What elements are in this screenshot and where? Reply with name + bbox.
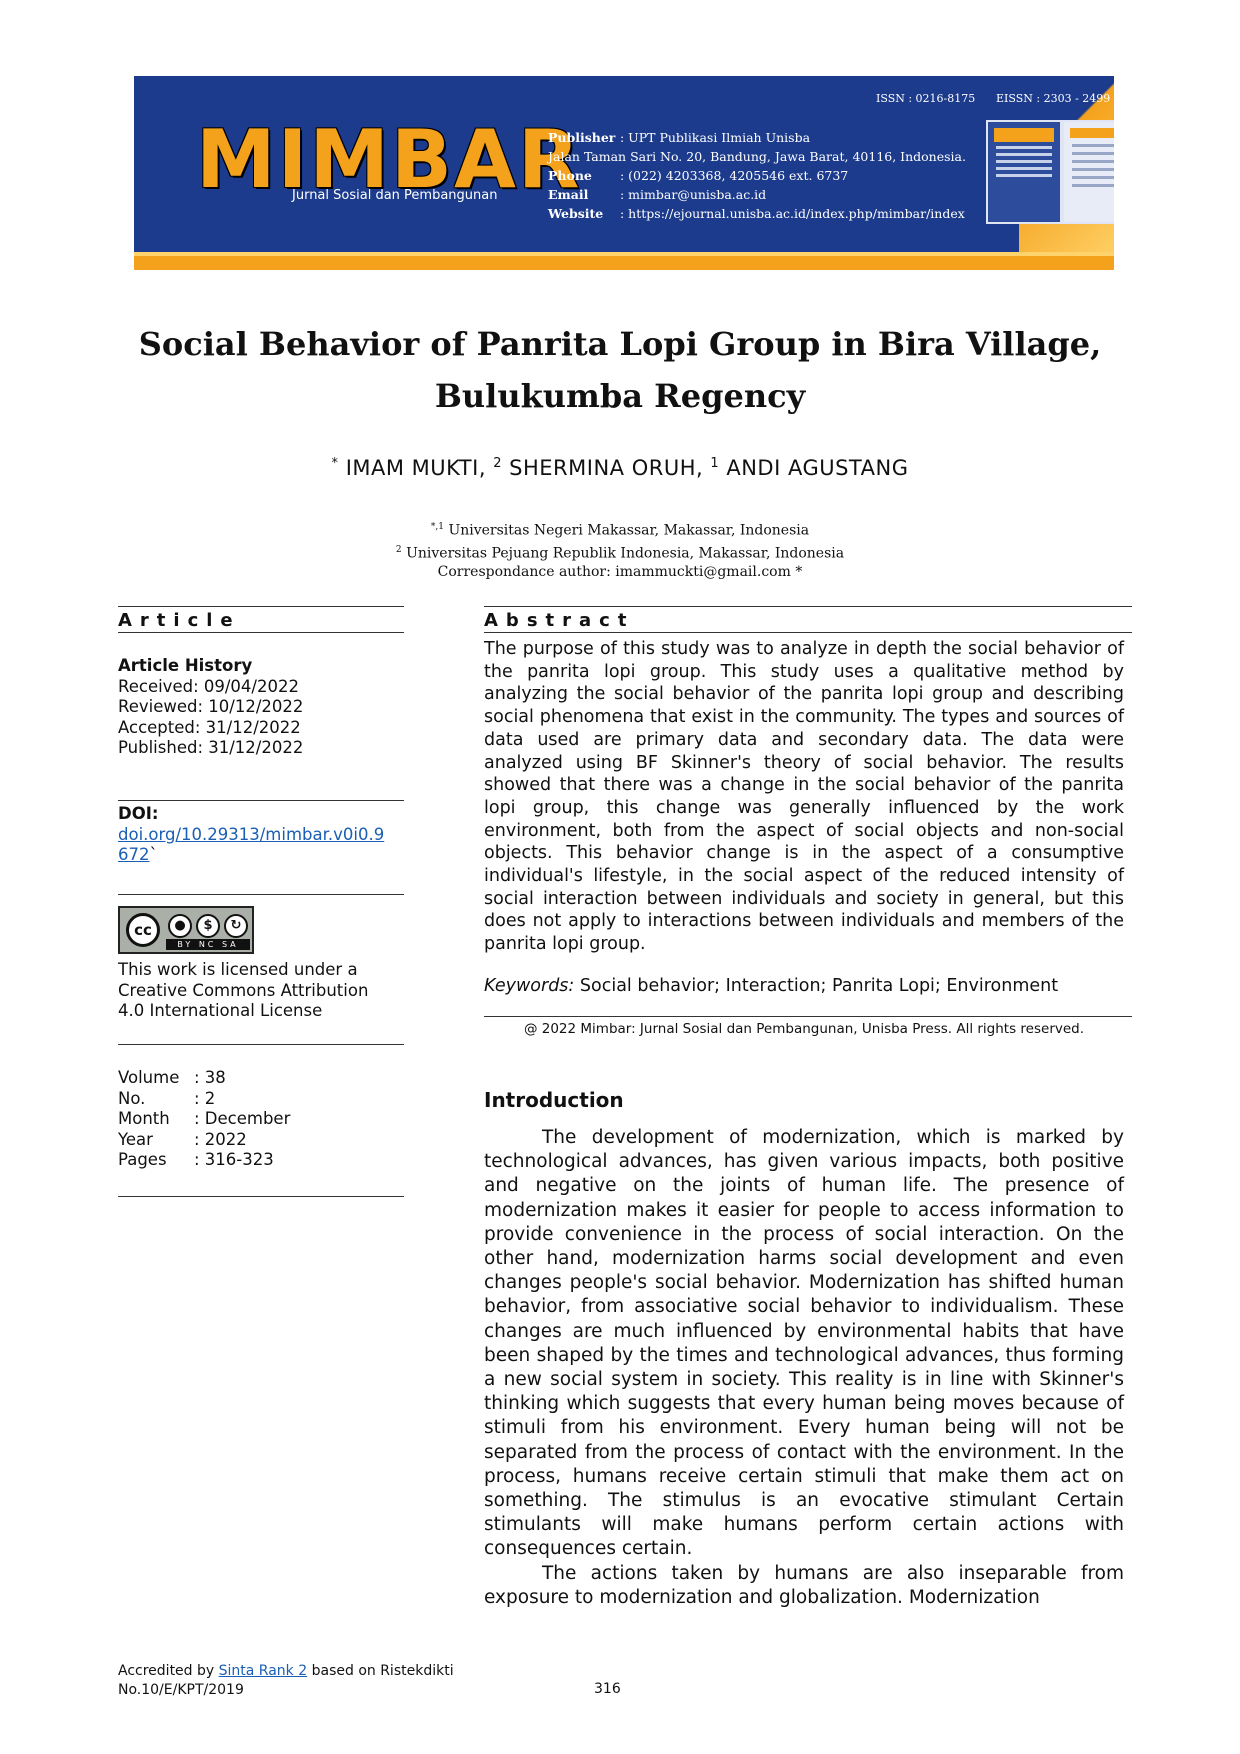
introduction-body: The development of modernization, which … [484, 1126, 1124, 1610]
doi-link[interactable]: doi.org/10.29313/mimbar.v0i0.9 [118, 824, 385, 844]
divider [118, 1196, 404, 1197]
email-row: Email: mimbar@unisba.ac.id [548, 187, 767, 202]
divider [118, 632, 404, 633]
journal-cover-thumbnail-2 [1062, 120, 1114, 224]
eissn: EISSN : 2303 - 2499 [996, 92, 1111, 105]
article-heading: Article [118, 610, 241, 631]
paper-title: Social Behavior of Panrita Lopi Group in… [138, 325, 1102, 415]
year-row: Year: 2022 [118, 1129, 247, 1149]
volume-row: Volume: 38 [118, 1068, 226, 1087]
doi-link-continued[interactable]: 672 [118, 845, 150, 864]
author-list: * IMAM MUKTI, 2 SHERMINA ORUH, 1 ANDI AG… [331, 456, 909, 480]
cc-icon: cc [126, 913, 160, 947]
journal-logo: MIMBAR [196, 113, 582, 206]
publisher-info: Publisher: UPT Publikasi Ilmiah Unisba J… [548, 128, 966, 223]
divider [118, 1044, 404, 1045]
doi-label: DOI: [118, 804, 159, 823]
divider [484, 632, 1132, 633]
divider [484, 1016, 1132, 1017]
publisher-row: Publisher: UPT Publikasi Ilmiah Unisba [548, 130, 811, 145]
author-name: ANDI AGUSTANG [726, 456, 909, 480]
phone-row: Phone: (022) 4203368, 4205546 ext. 6737 [548, 168, 849, 183]
keywords-label: Keywords: [484, 976, 575, 996]
introduction-heading: Introduction [484, 1088, 624, 1112]
website-row: Website: https://ejournal.unisba.ac.id/i… [548, 206, 965, 221]
published-date: Published: 31/12/2022 [118, 738, 304, 757]
accepted-date: Accepted: 31/12/2022 [118, 717, 301, 737]
article-history: Article History Received: 09/04/2022 Rev… [118, 656, 303, 759]
author-name: IMAM MUKTI, [345, 456, 487, 480]
month-row: Month: December [118, 1109, 291, 1128]
affiliations: *,1 Universitas Negeri Makassar, Makassa… [120, 518, 1120, 582]
received-date: Received: 09/04/2022 [118, 676, 299, 696]
number-row: No.: 2 [118, 1088, 216, 1108]
paragraph: The development of modernization, which … [484, 1127, 1124, 1560]
affiliation: *,1 Universitas Negeri Makassar, Makassa… [430, 522, 810, 539]
divider [484, 606, 1132, 607]
copyright-notice: @ 2022 Mimbar: Jurnal Sosial dan Pembang… [523, 1021, 1085, 1037]
reviewed-date: Reviewed: 10/12/2022 [118, 697, 304, 716]
abstract-text: The purpose of this study was to analyze… [484, 639, 1124, 955]
sinta-rank-link[interactable]: Sinta Rank 2 [218, 1663, 308, 1679]
volume-info: Volume: 38 No.: 2 Month: December Year: … [118, 1068, 290, 1171]
issn: ISSN : 0216-8175 [876, 92, 976, 105]
affiliation: 2 Universitas Pejuang Republik Indonesia… [395, 544, 845, 562]
divider [118, 800, 404, 801]
banner-stripe [134, 256, 1114, 270]
banner-stripe-light [134, 252, 1114, 256]
journal-cover-thumbnail [986, 120, 1062, 224]
journal-banner: MIMBAR Jurnal Sosial dan Pembangunan ISS… [134, 76, 1114, 270]
nc-dollar-icon: $ [196, 914, 220, 938]
sa-share-icon: ↻ [224, 914, 248, 938]
correspondence-author: Correspondance author: imammuckti@gmail.… [437, 564, 803, 581]
by-person-icon: ● [168, 914, 192, 938]
license-type-label: BY NC SA [166, 939, 250, 950]
paragraph: The actions taken by humans are also ins… [484, 1562, 1124, 1608]
accreditation-footer: Accredited by Sinta Rank 2 based on Rist… [118, 1663, 454, 1698]
license-text: This work is licensed under a Creative C… [118, 960, 369, 1020]
doi-block: DOI: doi.org/10.29313/mimbar.v0i0.9 672` [118, 804, 385, 864]
abstract-heading: Abstract [484, 610, 635, 631]
creative-commons-badge[interactable]: cc ● $ ↻ BY NC SA [118, 906, 254, 954]
divider [118, 606, 404, 607]
divider [118, 894, 404, 895]
keywords-list: Social behavior; Interaction; Panrita Lo… [579, 976, 1059, 996]
pages-row: Pages: 316-323 [118, 1150, 274, 1169]
keywords: Keywords: Social behavior; Interaction; … [484, 976, 1124, 996]
address-row: Jalan Taman Sari No. 20, Bandung, Jawa B… [548, 149, 966, 164]
page-number: 316 [594, 1681, 621, 1697]
journal-subtitle: Jurnal Sosial dan Pembangunan [292, 188, 498, 203]
article-history-heading: Article History [118, 656, 253, 675]
author-name: SHERMINA ORUH, [509, 456, 704, 480]
